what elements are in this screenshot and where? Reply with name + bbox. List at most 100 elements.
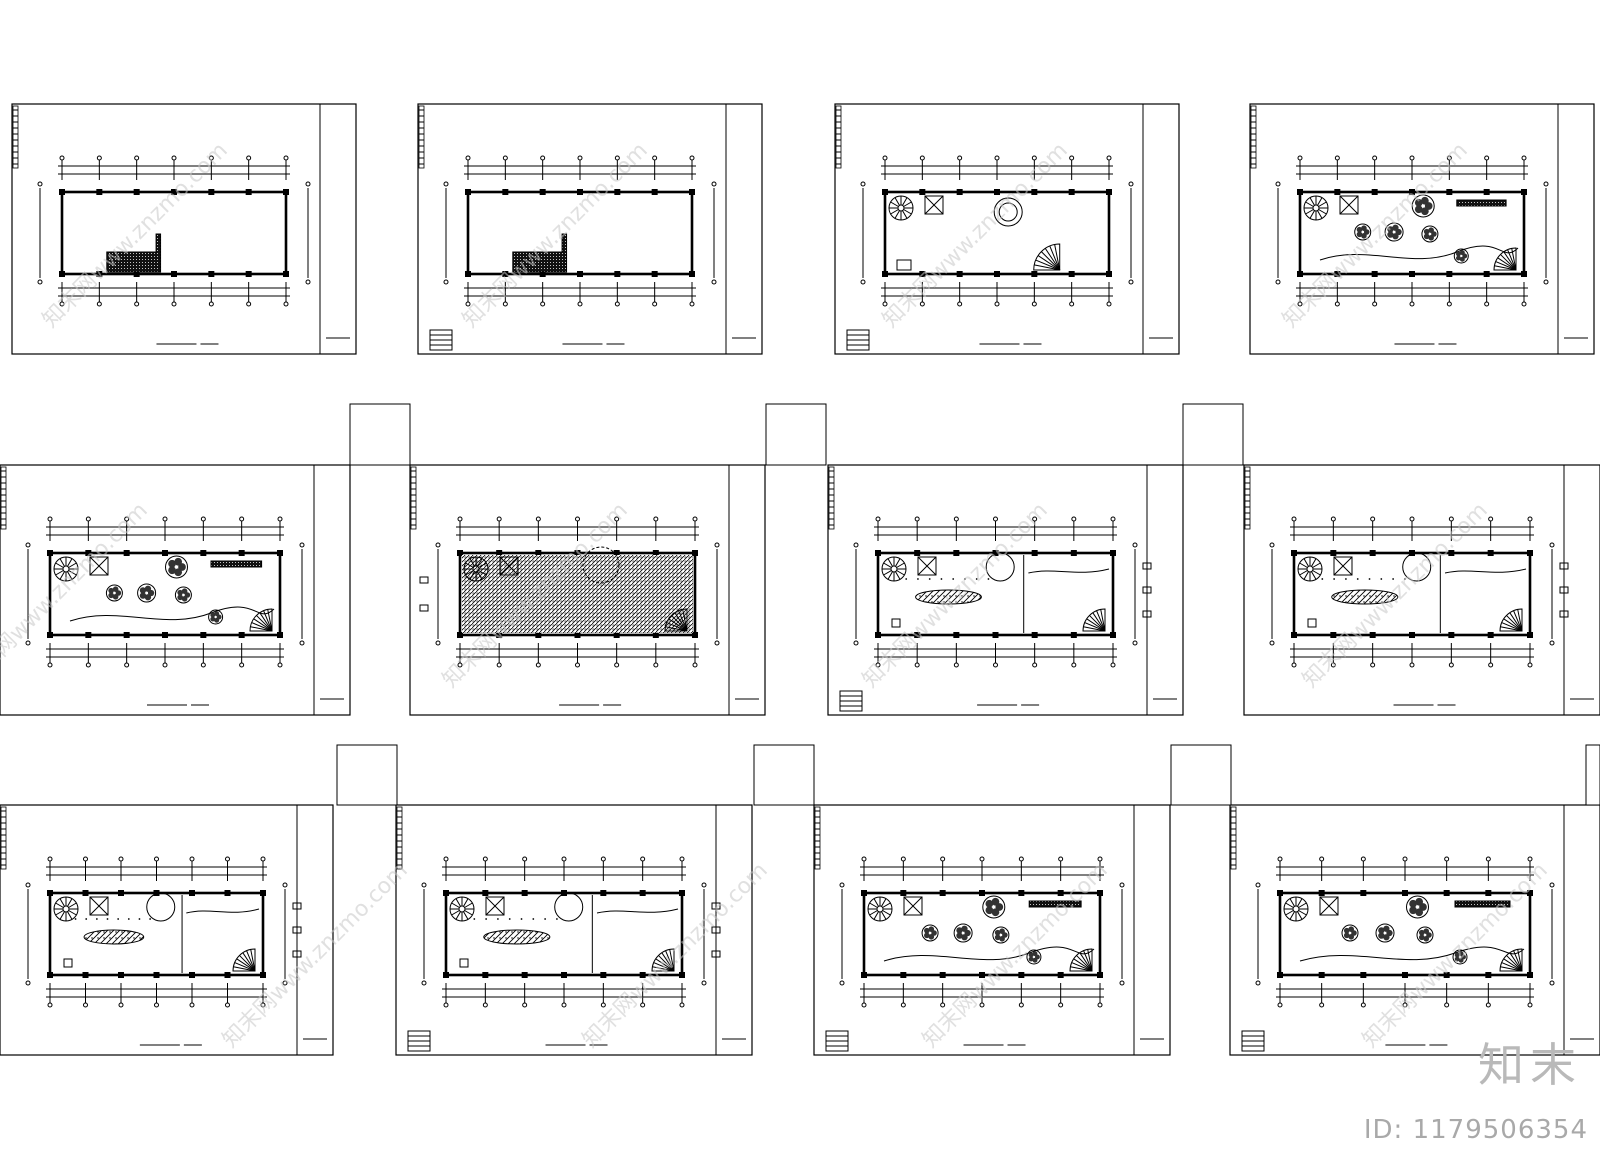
- elevation-tag: [419, 576, 429, 584]
- sheet-frame: [0, 464, 351, 716]
- column: [1402, 972, 1408, 978]
- grid-bubble: [260, 856, 266, 862]
- column: [613, 632, 620, 638]
- column: [283, 271, 289, 277]
- grid-bubble: [652, 155, 658, 161]
- downlight: [74, 918, 77, 920]
- grid-bubble: [1370, 662, 1376, 668]
- planter-strip: [1028, 900, 1082, 908]
- column: [245, 189, 252, 195]
- grid-bubble: [47, 856, 53, 862]
- round-ceiling: [985, 552, 1015, 582]
- downlight: [940, 578, 943, 580]
- column: [1409, 632, 1415, 638]
- grid-bubble: [1446, 155, 1452, 161]
- plant-cluster: [982, 895, 1006, 919]
- grid-bubble: [914, 516, 920, 522]
- elevation-tag: [1142, 610, 1152, 618]
- grid-bubble: [1527, 1002, 1533, 1008]
- column: [171, 189, 177, 195]
- grid-bubble: [1360, 1002, 1366, 1008]
- column: [1106, 271, 1112, 277]
- elevation-tag: [292, 902, 302, 910]
- grid-bubble: [1485, 856, 1491, 862]
- round-feature: [582, 546, 620, 584]
- grid-bubble: [1069, 155, 1075, 161]
- grid-bubble: [861, 1002, 867, 1008]
- sheet-tab: [753, 744, 815, 806]
- plant-cluster: [174, 586, 192, 604]
- column: [482, 890, 489, 896]
- grid-bubble: [482, 856, 488, 862]
- column: [1106, 189, 1112, 195]
- column: [123, 550, 130, 556]
- column: [502, 189, 509, 195]
- oval-ceiling-feature: [83, 929, 145, 945]
- grid-bubble: [47, 1002, 53, 1008]
- elevator-box: [89, 556, 109, 576]
- grid-bubble: [1521, 301, 1527, 307]
- column: [1409, 189, 1415, 195]
- column: [1068, 271, 1075, 277]
- column: [1277, 890, 1283, 896]
- column: [861, 972, 867, 978]
- downlight: [497, 918, 499, 920]
- grid-bubble: [502, 301, 508, 307]
- plant-cluster: [1354, 223, 1372, 241]
- column: [1483, 271, 1490, 277]
- column: [1031, 189, 1038, 195]
- sheet-tab: [349, 403, 411, 466]
- binding-strip: [0, 466, 7, 530]
- grid-bubble: [1446, 301, 1452, 307]
- elevation-tag: [1142, 586, 1152, 594]
- grid-bubble: [1360, 856, 1366, 862]
- downlight: [1345, 578, 1347, 580]
- grid-bubble: [1297, 155, 1303, 161]
- grid-bubble: [283, 301, 289, 307]
- downlight: [905, 578, 908, 580]
- drawing-sheet: [1249, 103, 1595, 355]
- grid-bubble: [277, 662, 283, 668]
- grid-bubble: [1069, 301, 1075, 307]
- column: [457, 632, 463, 638]
- counter: [896, 259, 912, 271]
- grid-bubble: [1488, 662, 1494, 668]
- column: [1018, 890, 1025, 896]
- column: [96, 189, 103, 195]
- column: [561, 890, 567, 896]
- column: [914, 550, 921, 556]
- column: [679, 890, 685, 896]
- fixture: [891, 618, 901, 628]
- grid-bubble: [535, 662, 541, 668]
- grid-bubble: [96, 301, 102, 307]
- grid-bubble: [1370, 516, 1376, 522]
- curved-soffit: [1444, 568, 1527, 574]
- column: [1097, 890, 1103, 896]
- elevator-box: [903, 896, 923, 916]
- grid-bubble: [1071, 662, 1077, 668]
- grid-bubble: [1527, 662, 1533, 668]
- column: [1409, 550, 1415, 556]
- elevator-box: [924, 195, 944, 215]
- grid-bubble: [614, 516, 620, 522]
- grid-bubble: [83, 856, 88, 862]
- grid-bubble: [208, 301, 214, 307]
- drawing-sheet: [1229, 804, 1600, 1056]
- grid-bubble: [134, 155, 140, 161]
- plant-cluster: [1026, 949, 1042, 965]
- column: [96, 271, 103, 277]
- elevation-tag: [711, 950, 721, 958]
- grid-bubble: [124, 516, 130, 522]
- column: [1031, 271, 1038, 277]
- column: [577, 271, 583, 277]
- plant-cluster: [992, 926, 1010, 944]
- column: [1443, 972, 1450, 978]
- column: [1018, 972, 1025, 978]
- fixture: [63, 958, 73, 968]
- drawing-sheet: [395, 804, 753, 1056]
- sheet-frame: [0, 804, 334, 1056]
- column: [882, 271, 888, 277]
- column: [652, 550, 659, 556]
- grid-bubble: [1527, 516, 1533, 522]
